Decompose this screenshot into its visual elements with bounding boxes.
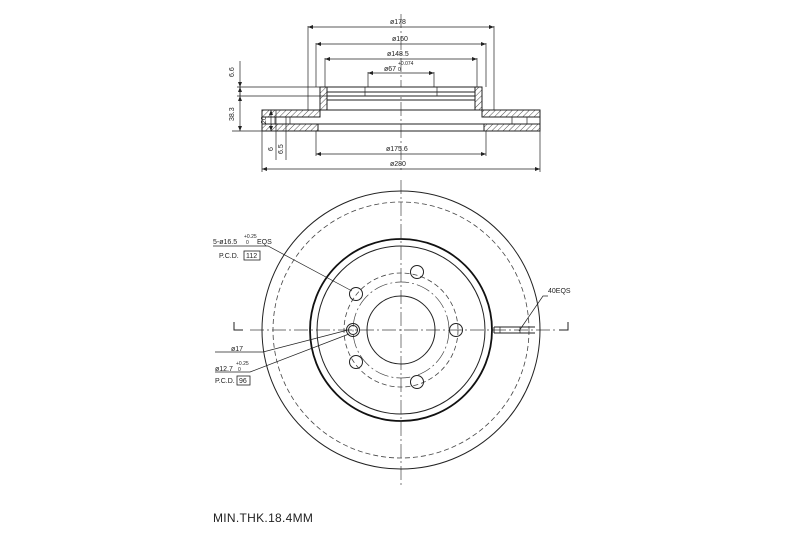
dim-hub-tol-upper: +0.074: [398, 61, 414, 67]
bolt-hole: [410, 265, 424, 279]
bolt-eqs: EQS: [257, 239, 272, 246]
dim-160: ø160: [392, 36, 408, 43]
pcd-label-1: P.C.D.: [219, 253, 239, 260]
bolt-hole: [410, 375, 424, 389]
bolt-tol-upper: +0.25: [244, 234, 257, 240]
bolt-hole: [349, 355, 363, 369]
min-thickness-note: MIN.THK.18.4MM: [213, 511, 314, 525]
hole-12-7-tol-lower: 0: [238, 367, 241, 373]
vent-slot: [493, 326, 535, 334]
friction-ring-outer: [272, 201, 530, 459]
locating-hole-inner: [348, 325, 358, 335]
dim-hub: ø67: [384, 66, 396, 73]
pcd-112-circle: [343, 272, 459, 388]
dim-6-5: 6.5: [278, 144, 285, 154]
dim-6-6: 6.6: [229, 67, 236, 77]
rotor-plate-top-left: [261, 109, 321, 118]
section-view: ø178 ø160 ø148.5 ø67 +0.074 0 6.6 38.3 2…: [229, 14, 541, 172]
dim-175-6: ø175.6: [386, 146, 408, 153]
hole-17: ø17: [231, 346, 243, 353]
dim-148-5: ø148.5: [387, 51, 409, 58]
center-bore: [366, 295, 436, 365]
dim-280: ø280: [390, 161, 406, 168]
vent-note: 40EQS: [548, 288, 571, 295]
hat-outer-edge: [309, 238, 493, 422]
hat-inner-edge: [316, 245, 486, 415]
bolt-tol-lower: 0: [246, 240, 249, 246]
dim-20: 20: [261, 116, 268, 124]
dim-6: 6: [268, 147, 275, 151]
dim-hub-tol-lower: 0: [398, 67, 401, 73]
bolt-hole: [349, 287, 363, 301]
pcd-label-2: P.C.D.: [215, 378, 235, 385]
bolt-hole: [449, 323, 463, 337]
pcd-value-2: 96: [239, 378, 247, 385]
bolt-note: 5-ø16.5: [213, 239, 237, 246]
outer-rim: [261, 190, 541, 470]
locating-hole-outer: [346, 323, 360, 337]
hat-section-right: [474, 86, 483, 111]
hole-12-7: ø12.7: [215, 366, 233, 373]
dim-38-3: 38.3: [229, 107, 236, 121]
rotor-plate-top-right: [481, 109, 541, 118]
dim-od-top: ø178: [390, 19, 406, 26]
front-view: 5-ø16.5 +0.25 0 EQS P.C.D. 112 ø17 ø12.7…: [213, 180, 571, 485]
rotor-plate-bottom-right: [483, 123, 541, 132]
hole-12-7-tol-upper: +0.25: [236, 361, 249, 367]
pcd-value-1: 112: [246, 253, 257, 260]
hat-section-left: [319, 86, 328, 111]
